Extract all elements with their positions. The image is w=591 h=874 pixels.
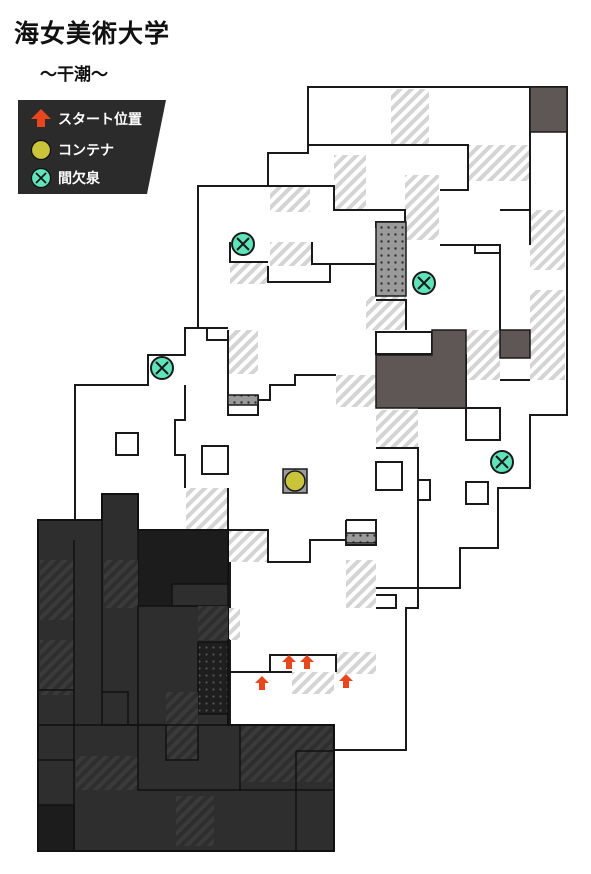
hatched-areas [186,89,565,694]
geyser-icon [30,167,52,189]
start-arrow-icon [300,655,314,669]
legend-item-geyser: 間欠泉 [30,166,100,190]
legend-label: 間欠泉 [58,171,100,187]
geyser-icon [490,450,514,474]
legend-item-start: スタート位置 [30,107,142,131]
pillars [115,331,489,505]
geyser-icon [150,356,174,380]
start-arrow-icon [255,676,269,690]
grates [227,221,407,544]
map-subtitle: 〜干潮〜 [40,65,108,85]
dark-walls [74,86,568,609]
offmap-region [37,493,335,852]
start-arrow-icon [31,109,51,127]
map-title: 海女美術大学 [14,19,171,48]
legend-label: コンテナ [58,143,114,159]
container-icon [282,468,308,494]
start-arrow-icon [339,674,353,688]
legend-panel [18,100,166,194]
container-icon [30,139,52,161]
start-arrow-icon [282,655,296,669]
legend-item-container: コンテナ [30,138,114,162]
legend-label: スタート位置 [58,112,142,128]
geyser-icon [231,232,255,256]
geyser-icon [412,271,436,295]
